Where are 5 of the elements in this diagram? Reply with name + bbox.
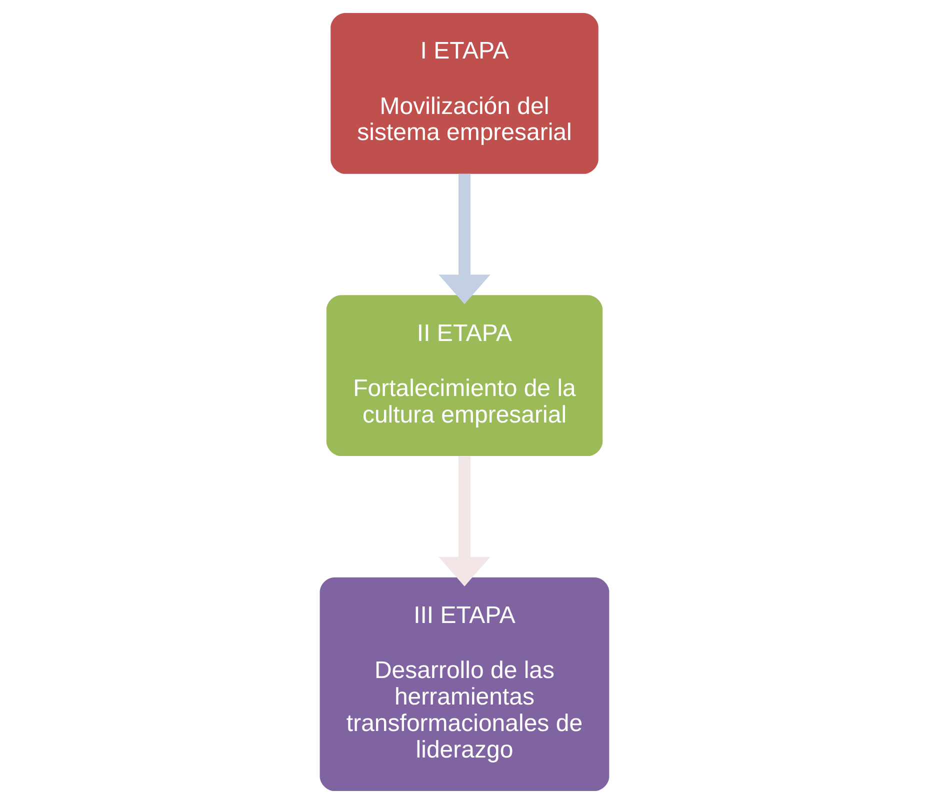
node-box: II ETAPA Fortalecimiento de la cultura empresarial	[326, 295, 603, 456]
arrow	[438, 174, 490, 304]
arrow	[438, 456, 490, 586]
node-box: I ETAPA Movilización del sistema empresarial	[330, 12, 598, 174]
node-box: III ETAPA Desarrollo de las herramientas transformacionales de liderazgo	[320, 577, 610, 792]
